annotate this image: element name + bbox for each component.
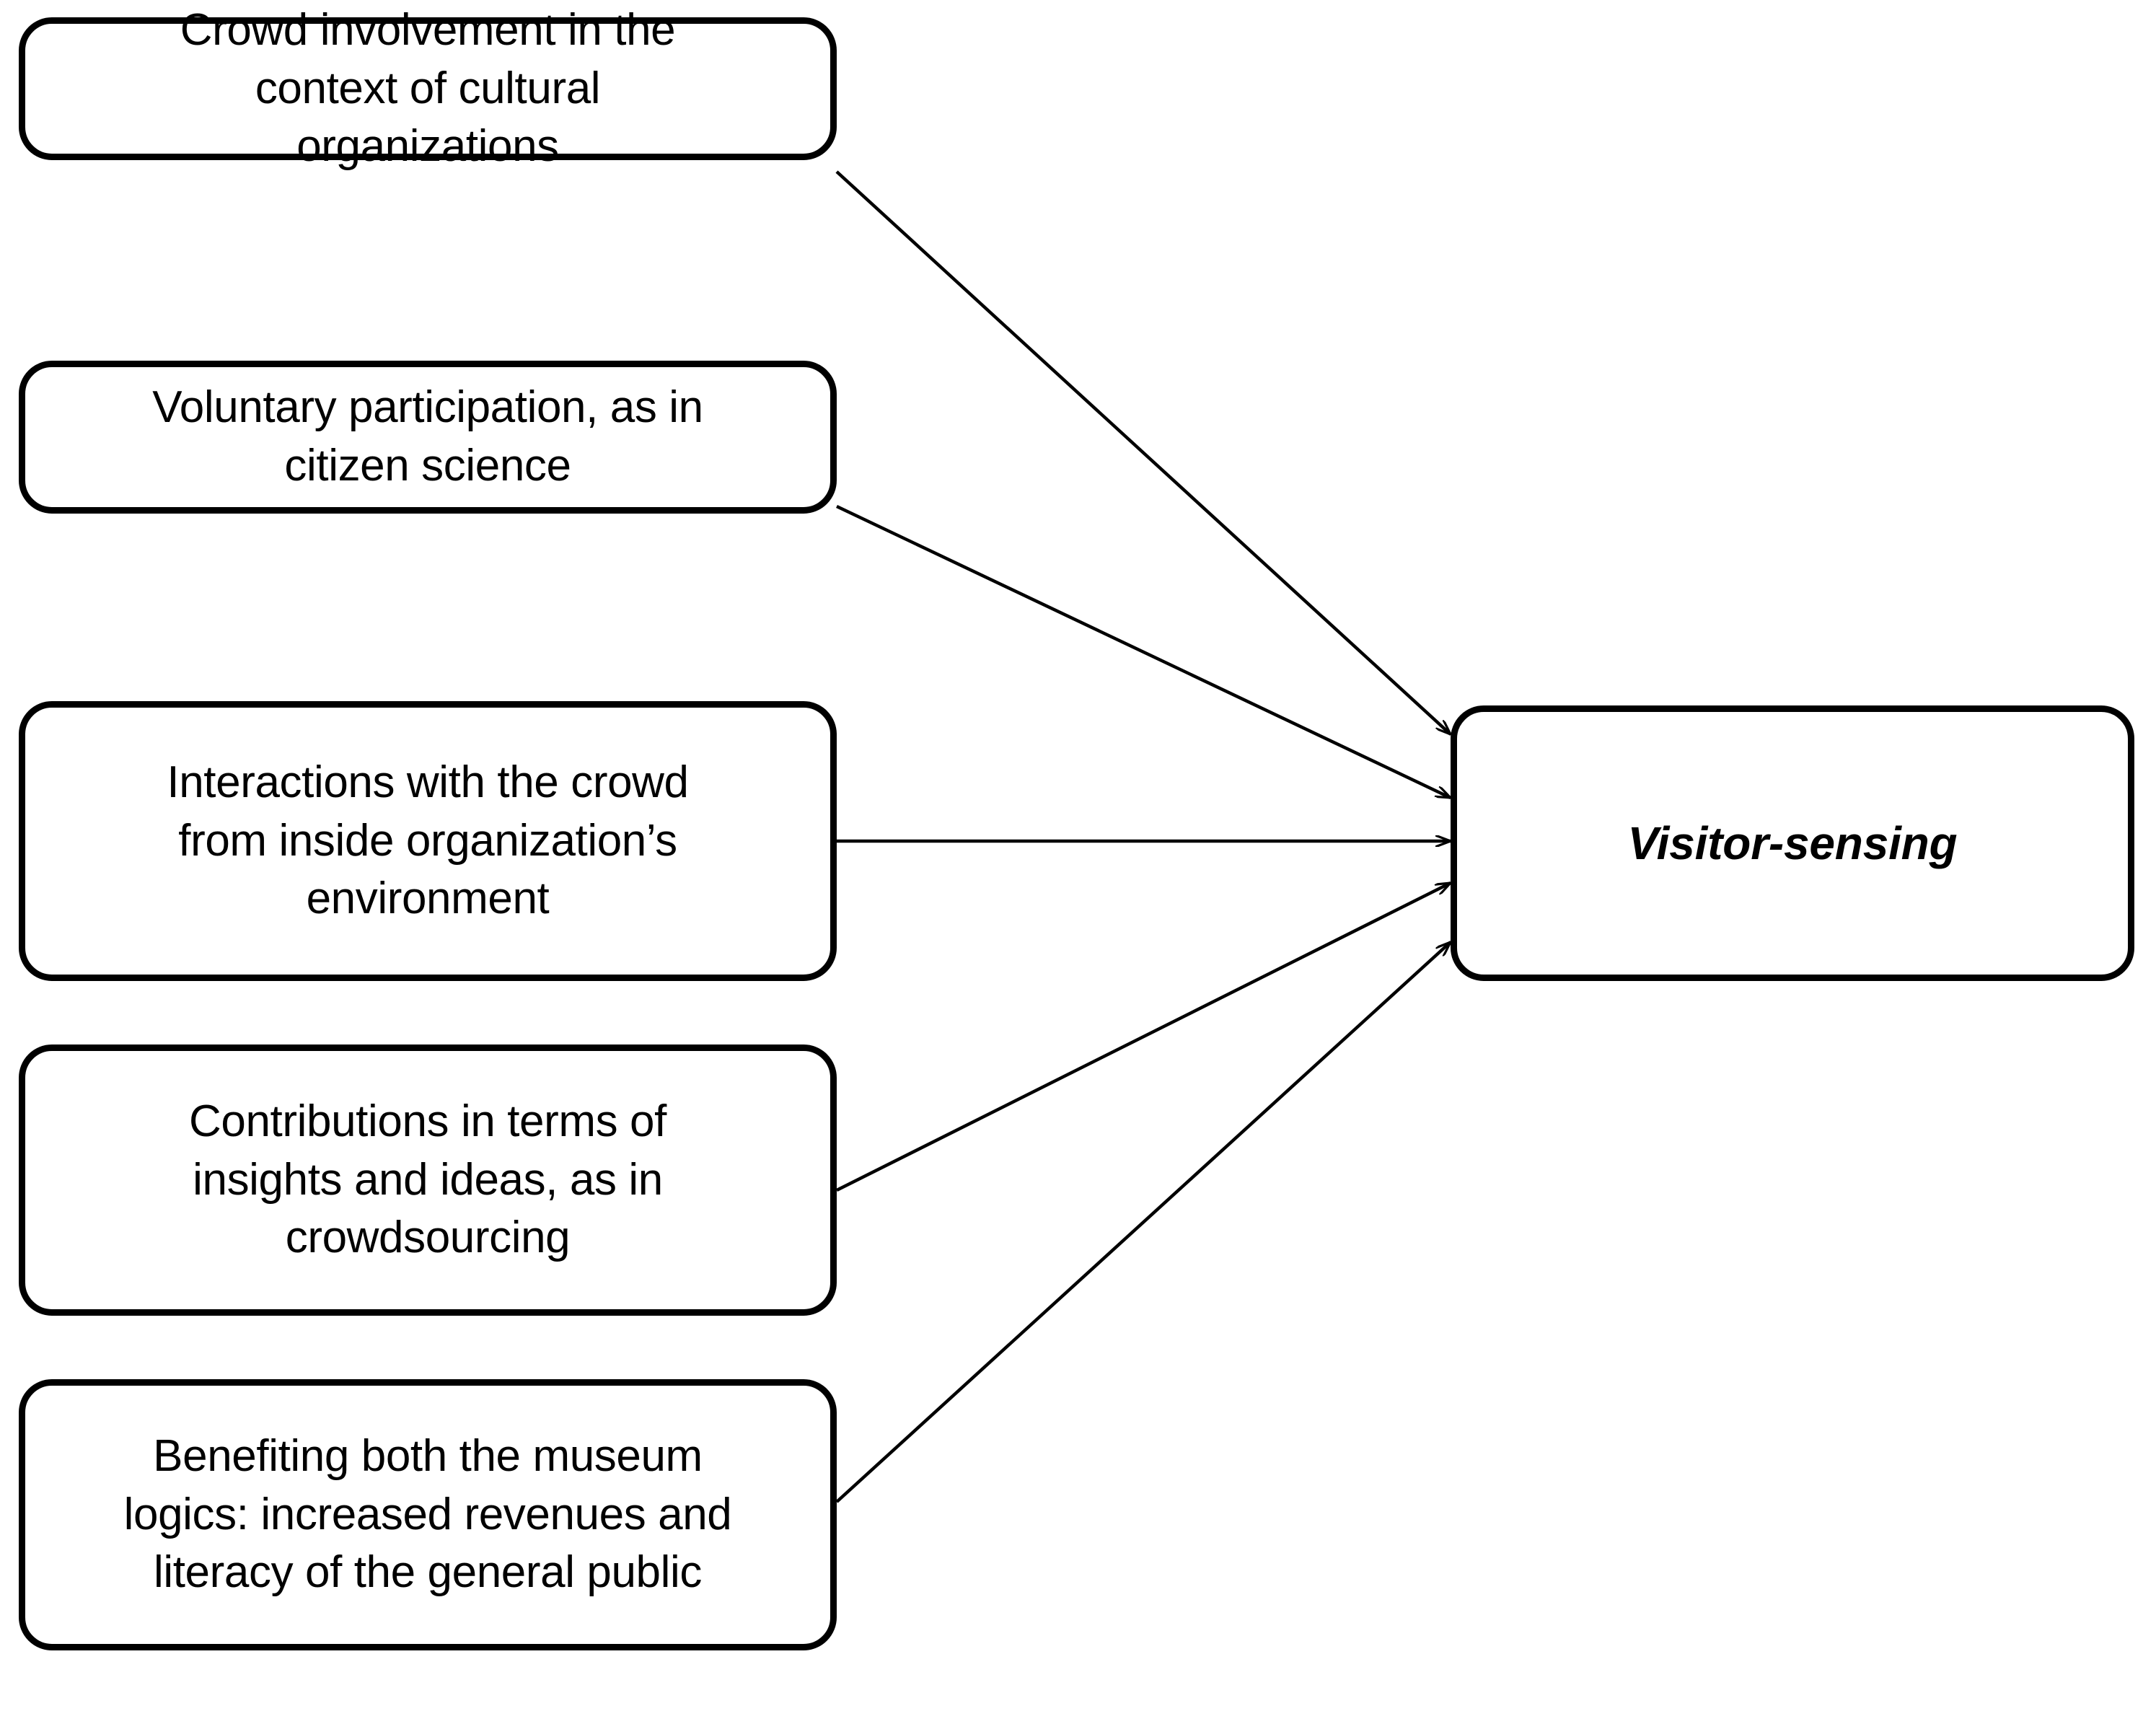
edge-voluntary-participation-to-visitor-sensing <box>836 504 1451 800</box>
node-benefiting-museum-logics-label: Benefiting both the museum logics: incre… <box>123 1431 732 1598</box>
node-interactions-with-crowd[interactable]: Interactions with the crowd from inside … <box>19 701 837 981</box>
node-visitor-sensing[interactable]: Visitor-sensing <box>1451 705 2134 981</box>
node-visitor-sensing-label: Visitor-sensing <box>1627 817 1958 869</box>
node-crowd-involvement-label: Crowd involvement in the context of cult… <box>180 5 676 172</box>
edge-crowd-involvement-to-visitor-sensing <box>835 170 1451 734</box>
node-voluntary-participation[interactable]: Voluntary participation, as in citizen s… <box>19 361 837 514</box>
node-benefiting-museum-logics[interactable]: Benefiting both the museum logics: incre… <box>19 1379 837 1650</box>
node-contributions-insights-label: Contributions in terms of insights and i… <box>189 1096 666 1263</box>
node-contributions-insights[interactable]: Contributions in terms of insights and i… <box>19 1044 837 1316</box>
node-interactions-with-crowd-label: Interactions with the crowd from inside … <box>167 757 689 924</box>
edge-benefiting-museum-logics-to-visitor-sensing <box>835 942 1451 1503</box>
edge-contributions-insights-to-visitor-sensing <box>835 881 1451 1192</box>
node-crowd-involvement[interactable]: Crowd involvement in the context of cult… <box>19 5 837 171</box>
node-voluntary-participation-label: Voluntary participation, as in citizen s… <box>152 382 703 491</box>
